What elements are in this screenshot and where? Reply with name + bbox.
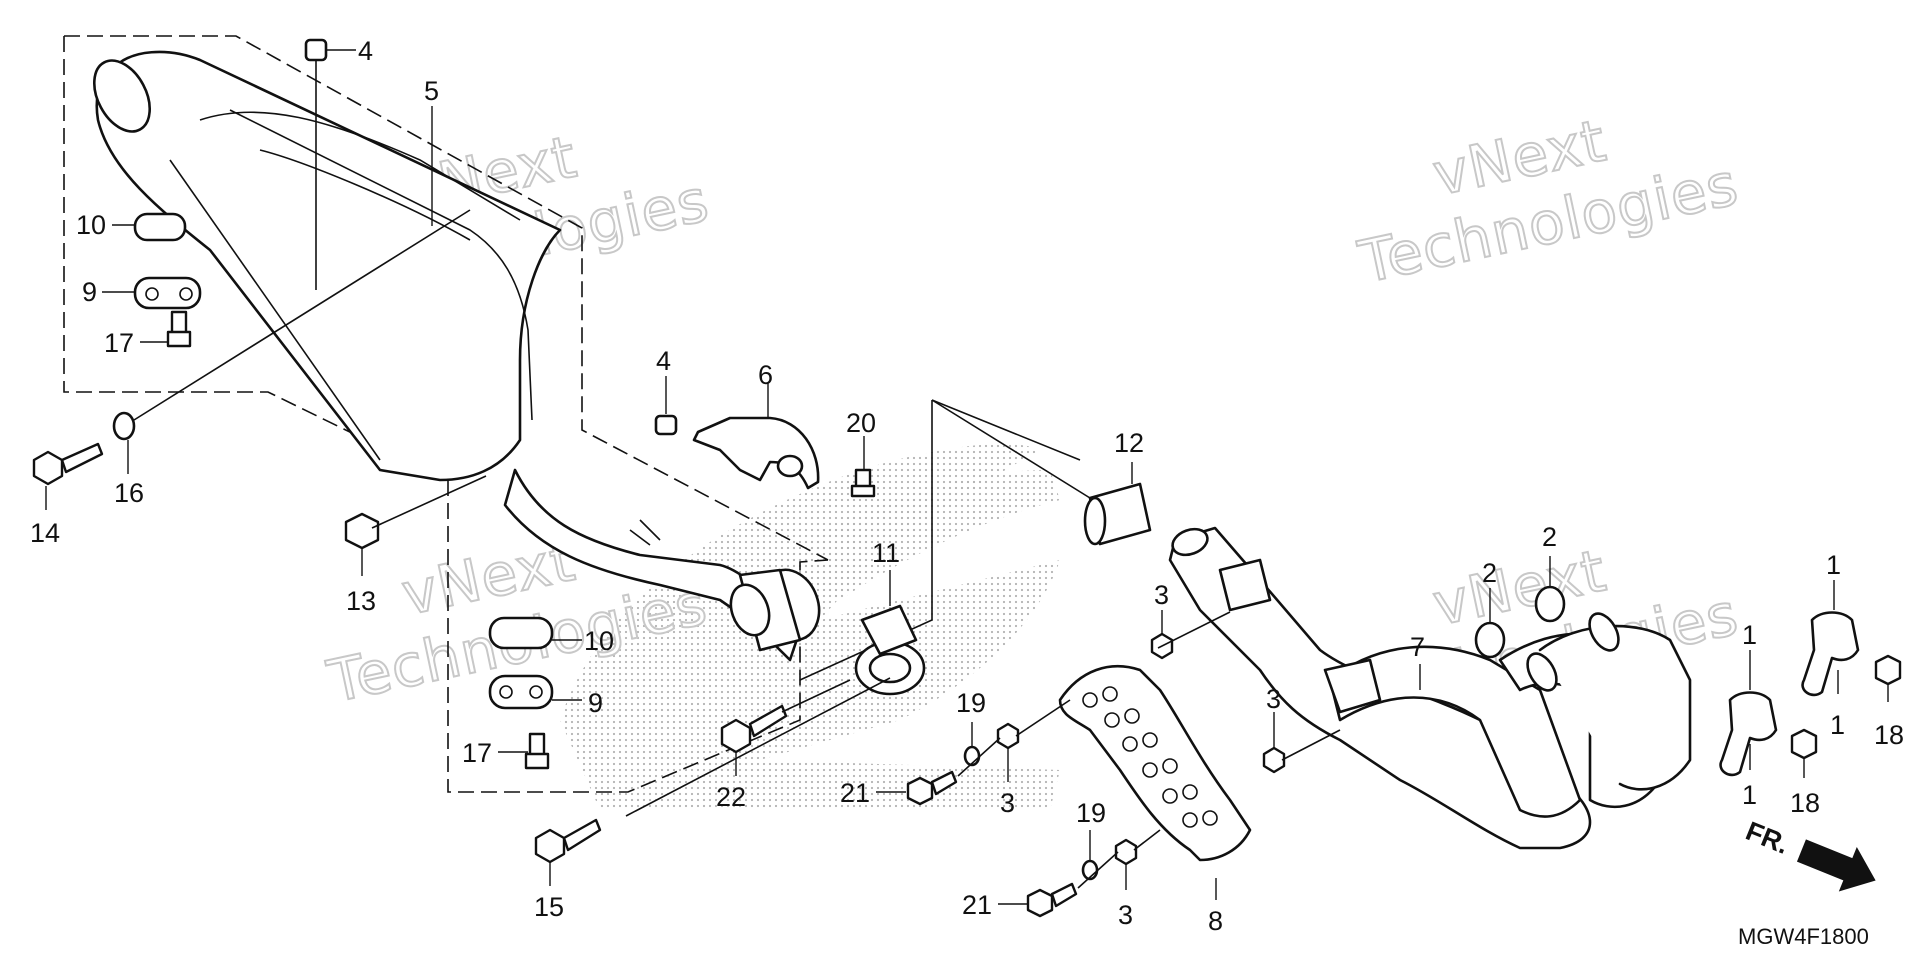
callout-16: 16 <box>114 478 144 508</box>
callout-2b: 2 <box>1542 522 1557 552</box>
group-box-bracket <box>447 480 829 793</box>
nut-3d <box>1114 838 1138 866</box>
nut-18b <box>1874 654 1902 686</box>
front-direction-arrow: FR. <box>1742 816 1876 892</box>
bolt-21a <box>906 770 958 806</box>
callout-19b: 19 <box>1076 798 1106 828</box>
muffler-bracket <box>692 416 820 490</box>
callout-10b: 10 <box>584 626 614 656</box>
callout-21a: 21 <box>840 778 870 808</box>
rubber-plate-lower-9 <box>488 674 554 710</box>
gasket-2a <box>1474 621 1506 659</box>
callout-1b: 1 <box>1742 780 1757 810</box>
gasket-2b <box>1534 585 1566 623</box>
callout-12: 12 <box>1114 428 1144 458</box>
flange-nut-13 <box>344 512 380 550</box>
flange-bolt-14 <box>32 442 104 486</box>
stud-bolt-upper-17 <box>166 310 192 348</box>
assembly-lines <box>133 60 1341 889</box>
callout-11: 11 <box>872 538 900 568</box>
flange-bolt-15 <box>534 818 602 864</box>
callout-1a: 1 <box>1742 620 1757 650</box>
muffler-assembly <box>92 50 562 482</box>
callout-3c: 3 <box>1266 684 1281 714</box>
washer-16 <box>112 411 136 441</box>
callout-20: 20 <box>846 408 876 438</box>
heat-shield-8 <box>1058 665 1252 862</box>
nut-3c <box>1262 746 1286 774</box>
joint-sleeve <box>729 568 821 652</box>
cap-nut-mid <box>654 414 678 436</box>
bracket-hole <box>776 454 804 478</box>
callout-2a: 2 <box>1482 558 1497 588</box>
bolt-21b <box>1026 882 1078 918</box>
callout-18b: 18 <box>1874 720 1904 750</box>
callout-3b: 3 <box>1154 580 1169 610</box>
callout-15: 15 <box>534 892 564 922</box>
callout-14: 14 <box>30 518 60 548</box>
cap-nut-top <box>304 38 328 62</box>
front-arrow-label: FR. <box>1742 816 1794 860</box>
callout-22: 22 <box>716 782 746 812</box>
callout-4a: 4 <box>358 36 373 66</box>
callout-3d: 3 <box>1118 900 1133 930</box>
muffler-pipe <box>503 468 802 662</box>
callout-4b: 4 <box>656 346 671 376</box>
exhaust-pipe-7 <box>1168 526 1692 850</box>
group-box-muffler <box>63 35 829 561</box>
callout-17a: 17 <box>104 328 134 358</box>
callout-13: 13 <box>346 586 376 616</box>
leader-lines <box>45 49 1889 905</box>
callout-1c: 1 <box>1826 550 1841 580</box>
gasket-collar-12 <box>1083 482 1152 546</box>
joint-plate-1a <box>1719 691 1778 777</box>
callout-8: 8 <box>1208 906 1223 936</box>
rubber-plate-upper-9 <box>133 276 202 310</box>
heat-washer-plate-upper-10 <box>133 212 187 242</box>
callout-3a: 3 <box>1000 788 1015 818</box>
exhaust-clamp <box>854 604 926 696</box>
watermark-top-right: vNext Technologies <box>1352 105 1745 297</box>
joint-plate-1b <box>1801 611 1860 697</box>
callout-18a: 18 <box>1790 788 1820 818</box>
nut-3b <box>996 722 1020 750</box>
bolt-20 <box>850 468 876 498</box>
callout-17b: 17 <box>462 738 492 768</box>
callout-10a: 10 <box>76 210 106 240</box>
callout-1d: 1 <box>1830 710 1845 740</box>
callout-19a: 19 <box>956 688 986 718</box>
nut-18a <box>1790 728 1818 760</box>
callout-6: 6 <box>758 360 773 390</box>
callout-21b: 21 <box>962 890 992 920</box>
flange-bolt-22 <box>720 704 788 754</box>
callout-7: 7 <box>1410 632 1425 662</box>
callout-5: 5 <box>424 76 439 106</box>
diagram-code: MGW4F1800 <box>1738 924 1869 949</box>
callout-labels: 4 5 10 9 17 14 16 13 4 6 20 11 10 9 17 1… <box>30 36 1904 936</box>
group-box-lower <box>799 399 1081 681</box>
callout-9a: 9 <box>82 277 97 307</box>
callout-9b: 9 <box>588 688 603 718</box>
heat-washer-plate-lower-10 <box>488 616 554 650</box>
stud-bolt-lower-17 <box>524 732 550 770</box>
